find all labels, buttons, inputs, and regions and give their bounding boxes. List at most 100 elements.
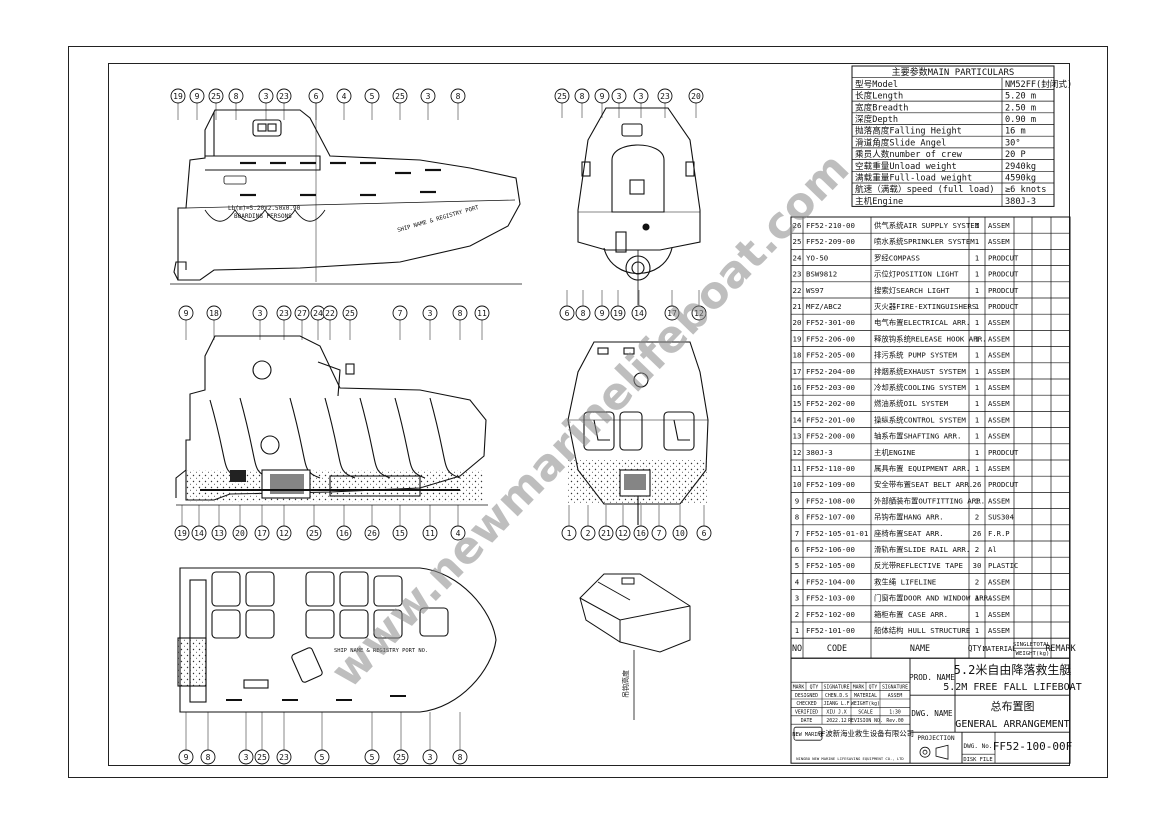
balloon-label: 3 bbox=[244, 753, 249, 762]
isometric-view bbox=[579, 573, 691, 720]
part-name: 操纵系统CONTROL SYSTEM bbox=[874, 415, 966, 424]
balloon-label: 7 bbox=[657, 529, 662, 538]
prod-name-en: 5.2M FREE FALL LIFEBOAT bbox=[943, 682, 1081, 693]
part-qty: 26 bbox=[973, 529, 982, 538]
balloon-label: 3 bbox=[428, 753, 433, 762]
part-code: FF52-101-00 bbox=[806, 626, 855, 635]
balloon-plan_bottom-8: 3 bbox=[422, 712, 438, 765]
part-code: FF52-105-01-01 bbox=[806, 529, 868, 538]
balloon-section_top-11: 11 bbox=[474, 305, 490, 340]
part-no: 18 bbox=[793, 351, 802, 360]
balloon-front_top-6: 20 bbox=[688, 88, 704, 118]
balloon-label: 3 bbox=[258, 309, 263, 318]
balloon-side_top-4: 3 bbox=[258, 88, 274, 120]
balloon-side_top-11: 8 bbox=[450, 88, 466, 120]
balloon-label: 23 bbox=[660, 92, 670, 101]
part-code: FF52-106-00 bbox=[806, 545, 855, 554]
balloon-section_bottom-11: 4 bbox=[450, 505, 466, 541]
part-name: 安全带布置SEAT BELT ARR. bbox=[874, 480, 973, 489]
balloon-label: 8 bbox=[458, 753, 463, 762]
part-qty: 26 bbox=[973, 480, 982, 489]
part-code: FF52-110-00 bbox=[806, 464, 855, 473]
balloon-front_bottom-2: 9 bbox=[594, 290, 610, 321]
side-profile-view bbox=[170, 100, 522, 285]
part-name: 示位灯POSITION LIGHT bbox=[874, 270, 959, 279]
part-code: MFZ/ABC2 bbox=[806, 302, 842, 311]
particular-label: 航速（满载）speed (full load) bbox=[855, 183, 995, 195]
dwg-no: FF52-100-00F bbox=[993, 740, 1072, 753]
sig-material_value: ASSEM bbox=[888, 693, 903, 699]
header-name: NAME bbox=[910, 643, 930, 653]
sig-revision_value: Rev.00 bbox=[886, 718, 903, 724]
capacity-text: Lb(m)=5.20x2.50x0.90 bbox=[228, 205, 301, 212]
balloon-label: 16 bbox=[636, 529, 646, 538]
part-name: 座椅布置SEAT ARR. bbox=[874, 529, 944, 538]
part-no: 2 bbox=[795, 610, 799, 619]
balloon-rear_bottom-3: 12 bbox=[615, 505, 631, 541]
part-material: ASSEM bbox=[988, 351, 1010, 360]
sig-date_value: 2022.12 bbox=[826, 718, 846, 724]
balloon-plan_bottom-5: 5 bbox=[314, 712, 330, 765]
part-qty: 1 bbox=[975, 432, 979, 441]
balloon-rear_bottom-4: 16 bbox=[633, 505, 649, 541]
balloon-label: 9 bbox=[600, 309, 605, 318]
header-no: NO bbox=[792, 643, 802, 653]
part-material: ASSEM bbox=[988, 318, 1010, 327]
sig-verified_by: XIU J.X bbox=[826, 710, 846, 716]
part-qty: 1 bbox=[975, 610, 979, 619]
part-material: ASSEM bbox=[988, 367, 1010, 376]
part-code: FF52-301-00 bbox=[806, 318, 855, 327]
sig-weight_label: WEIGHT(kg) bbox=[851, 701, 880, 707]
balloon-front_bottom-0: 6 bbox=[559, 290, 575, 321]
balloon-section_top-3: 23 bbox=[276, 305, 292, 340]
balloon-front_top-5: 23 bbox=[657, 88, 673, 118]
part-qty: 1 bbox=[975, 318, 979, 327]
balloon-front_bottom-1: 8 bbox=[575, 290, 591, 321]
particular-value: 5.20 m bbox=[1005, 92, 1036, 102]
particular-label: 深度Depth bbox=[855, 113, 898, 125]
part-material: PRODCUT bbox=[988, 448, 1019, 457]
particular-value: 2940kg bbox=[1005, 162, 1036, 172]
balloon-plan_bottom-7: 25 bbox=[393, 712, 409, 765]
balloon-section_top-0: 9 bbox=[178, 305, 194, 340]
balloon-label: 20 bbox=[235, 529, 245, 538]
part-qty: 1 bbox=[975, 626, 979, 635]
balloon-label: 23 bbox=[279, 309, 289, 318]
part-material: ASSEM bbox=[988, 221, 1010, 230]
balloon-section_bottom-2: 13 bbox=[211, 505, 227, 541]
balloon-rear_bottom-7: 6 bbox=[696, 505, 712, 541]
part-no: 17 bbox=[793, 367, 802, 376]
part-name: 电气布置ELECTRICAL ARR. bbox=[874, 318, 970, 327]
balloon-label: 20 bbox=[691, 92, 701, 101]
part-code: FF52-206-00 bbox=[806, 334, 855, 343]
disk-file-label: DISK FILE bbox=[963, 757, 992, 763]
balloon-side_top-0: 19 bbox=[170, 88, 186, 120]
balloon-side_top-3: 8 bbox=[228, 88, 244, 120]
balloon-section_top-10: 8 bbox=[452, 305, 468, 340]
balloon-section_bottom-8: 26 bbox=[364, 505, 380, 541]
balloon-label: 19 bbox=[177, 529, 187, 538]
part-name: 释放钩系统RELEASE HOOK ARR. bbox=[874, 334, 987, 343]
part-material: ASSEM bbox=[988, 626, 1010, 635]
balloon-label: 3 bbox=[426, 92, 431, 101]
balloon-label: 3 bbox=[264, 92, 269, 101]
balloon-label: 8 bbox=[456, 92, 461, 101]
part-code: FF52-102-00 bbox=[806, 610, 855, 619]
balloon-section_top-9: 3 bbox=[422, 305, 438, 340]
part-code: FF52-104-00 bbox=[806, 577, 855, 586]
sig-verified_label: VERIFIED bbox=[795, 710, 818, 716]
part-no: 3 bbox=[795, 594, 799, 603]
particular-label: 满载重量Full-load weight bbox=[855, 172, 972, 184]
part-qty: 2 bbox=[975, 545, 979, 554]
balloon-section_top-2: 3 bbox=[252, 305, 268, 340]
